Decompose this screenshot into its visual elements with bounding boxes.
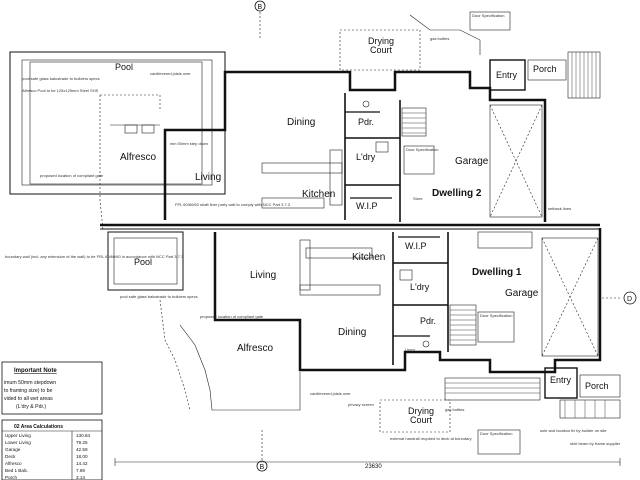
area-row: Upper Living 130.84 (5, 433, 90, 438)
svg-text:Door Specification: Door Specification (472, 13, 504, 18)
lower-entry-label: Entry (550, 375, 572, 385)
lower-kitchen-label: Kitchen (352, 252, 385, 263)
grid-marker-right: D (602, 291, 637, 305)
lower-living-label: Living (250, 270, 276, 281)
upper-pool-label: Pool (115, 62, 133, 72)
svg-text:130.84: 130.84 (76, 433, 90, 438)
svg-text:18.00: 18.00 (76, 454, 88, 459)
svg-text:Door Specification: Door Specification (406, 147, 438, 152)
svg-text:7.69: 7.69 (76, 468, 85, 473)
area-row: Bed 1 Balc. 7.69 (5, 468, 85, 473)
upper-entry-label: Entry (496, 70, 518, 80)
svg-text:imum 50mm stepdown: imum 50mm stepdown (4, 380, 56, 386)
upper-ldry-label: L'dry (356, 152, 376, 162)
upper-dwelling-label: Dwelling 2 (432, 188, 482, 199)
area-calculations-table: 02 Area Calculations Upper Living 130.84… (1, 419, 103, 480)
area-row: Lower Living 79.25 (5, 440, 88, 445)
svg-text:D: D (627, 296, 632, 303)
svg-text:42.59: 42.59 (76, 447, 88, 452)
svg-text:14.42: 14.42 (76, 461, 88, 466)
svg-text:cantilevered joists over: cantilevered joists over (150, 71, 191, 76)
svg-text:Important Note: Important Note (14, 368, 57, 374)
lower-dwelling-label: Dwelling 1 (472, 267, 522, 278)
dwelling-2-plan: Pool Alfresco Living Dining Kitchen (9, 11, 601, 231)
svg-text:Court: Court (370, 45, 393, 55)
lower-wip-label: W.I.P (405, 241, 427, 251)
svg-text:skirt beam by frame supplier: skirt beam by frame supplier (570, 441, 621, 446)
lower-pdr-label: Pdr. (420, 316, 436, 326)
svg-text:sole and location fix by build: sole and location fix by builder on site (540, 428, 607, 433)
upper-store-label: Store (413, 196, 423, 201)
svg-text:pool safe glass balustrade to: pool safe glass balustrade to builders s… (22, 76, 100, 81)
dwelling-1-plan: Pool Living Dining Alfresco Kitchen W.I.… (107, 228, 621, 455)
svg-text:gas bottles: gas bottles (430, 36, 449, 41)
svg-text:Door Specification: Door Specification (480, 313, 512, 318)
svg-text:B: B (260, 464, 265, 471)
svg-text:23630: 23630 (365, 464, 382, 470)
area-row: Porch 3.14 (5, 475, 85, 480)
svg-text:3.14: 3.14 (76, 475, 85, 480)
svg-text:vided to all wet areas: vided to all wet areas (4, 396, 53, 402)
lower-alfresco-label: Alfresco (237, 343, 274, 354)
area-row: Deck 18.00 (5, 454, 88, 459)
svg-text:Alfresco Pool to be 125x125mm: Alfresco Pool to be 125x125mm Steel SHS (22, 88, 99, 93)
overall-dimension: 23630 (114, 458, 621, 470)
svg-text:pool safe glass balustrade to: pool safe glass balustrade to builders s… (120, 294, 198, 299)
svg-text:FPL 60/60/60 shaft liner party: FPL 60/60/60 shaft liner party wall to c… (175, 202, 291, 207)
upper-garage-label: Garage (455, 156, 489, 167)
svg-text:Garage: Garage (5, 447, 21, 452)
important-note-box: Important Note imum 50mm stepdown to fra… (1, 361, 103, 415)
upper-porch-label: Porch (533, 64, 557, 74)
svg-text:Bed 1 Balc.: Bed 1 Balc. (5, 468, 29, 473)
grid-marker-bottom: B (256, 430, 268, 472)
lower-drying-court-label: Drying (408, 406, 434, 416)
svg-text:Court: Court (410, 415, 433, 425)
svg-text:Deck: Deck (5, 454, 16, 459)
svg-text:B: B (258, 4, 263, 11)
svg-text:privacy screen: privacy screen (348, 402, 374, 407)
svg-text:proposed location of compliant: proposed location of compliant gate (40, 173, 104, 178)
lower-ldry-label: L'dry (410, 282, 430, 292)
svg-text:external handrail required to: external handrail required to deck at bo… (390, 436, 472, 441)
lower-pool-label: Pool (134, 257, 152, 267)
svg-text:proposed location of compliant: proposed location of compliant gate (200, 314, 264, 319)
svg-text:02 Area Calculations: 02 Area Calculations (14, 424, 63, 430)
upper-wip-label: W.I.P (356, 201, 378, 211)
plan-annotations: pool safe glass balustrade to builders s… (5, 36, 621, 446)
svg-text:gas bottles: gas bottles (445, 407, 464, 412)
svg-text:boundary wall (incl. any exten: boundary wall (incl. any extension of th… (5, 254, 184, 259)
svg-text:(L'dry & Pdr.): (L'dry & Pdr.) (16, 404, 46, 410)
svg-text:setback lines: setback lines (548, 206, 571, 211)
grid-marker-top: B (254, 0, 266, 40)
upper-dining-label: Dining (287, 117, 315, 128)
upper-porch-stairs (567, 51, 601, 99)
lower-door-spec: Door Specification (477, 231, 533, 343)
lower-porch-label: Porch (585, 381, 609, 391)
upper-alfresco-label: Alfresco (120, 152, 157, 163)
lower-pool (107, 231, 184, 291)
upper-drying-court-label: Drying (368, 36, 394, 46)
svg-text:to framing size) to be: to framing size) to be (4, 388, 53, 394)
svg-text:Door Specification: Door Specification (480, 431, 512, 436)
upper-stairs (401, 107, 427, 137)
lower-dining-label: Dining (338, 327, 366, 338)
svg-text:Porch: Porch (5, 475, 17, 480)
upper-pdr-label: Pdr. (358, 117, 374, 127)
svg-text:Upper Living: Upper Living (5, 433, 31, 438)
upper-kitchen-label: Kitchen (302, 189, 335, 200)
area-row: Alfresco 14.42 (5, 461, 88, 466)
svg-text:Alfresco: Alfresco (5, 461, 22, 466)
lower-front-stairs (444, 377, 621, 419)
lower-stairs (449, 304, 477, 346)
svg-text:cantilevered joists over: cantilevered joists over (310, 391, 351, 396)
upper-living-label: Living (195, 172, 221, 183)
upper-door-spec: Door Specification (403, 145, 438, 175)
lower-linen-label: Linen (405, 347, 415, 352)
svg-text:Lower Living: Lower Living (5, 440, 31, 445)
lower-garage-label: Garage (505, 288, 539, 299)
area-row: Garage 42.59 (5, 447, 88, 452)
svg-text:79.25: 79.25 (76, 440, 88, 445)
svg-text:min 50mm step down: min 50mm step down (170, 141, 208, 146)
